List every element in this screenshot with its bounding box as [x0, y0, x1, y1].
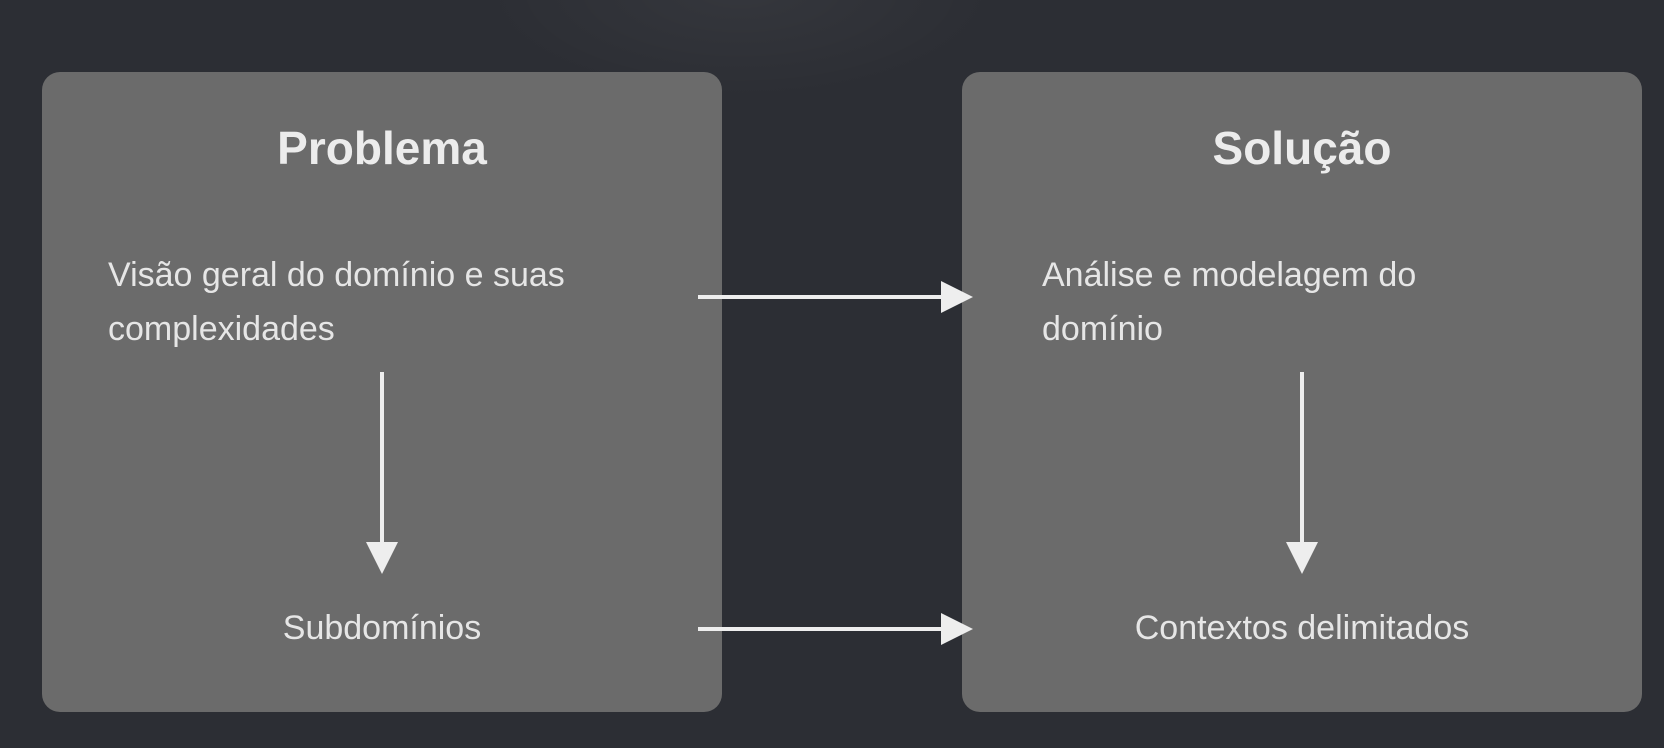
- problem-title: Problema: [277, 122, 487, 174]
- problem-bottom-label: Subdomínios: [282, 609, 482, 647]
- solution-box: Solução Análise e modelagem do domínio C…: [962, 72, 1642, 712]
- solution-bottom-label: Contextos delimitados: [1134, 609, 1470, 647]
- problem-description: Visão geral do domínio e suas complexida…: [108, 256, 565, 348]
- problem-box: Problema Visão geral do domínio e suas c…: [42, 72, 722, 712]
- solution-description: Análise e modelagem do domínio: [1042, 256, 1417, 348]
- solution-title: Solução: [1212, 122, 1392, 174]
